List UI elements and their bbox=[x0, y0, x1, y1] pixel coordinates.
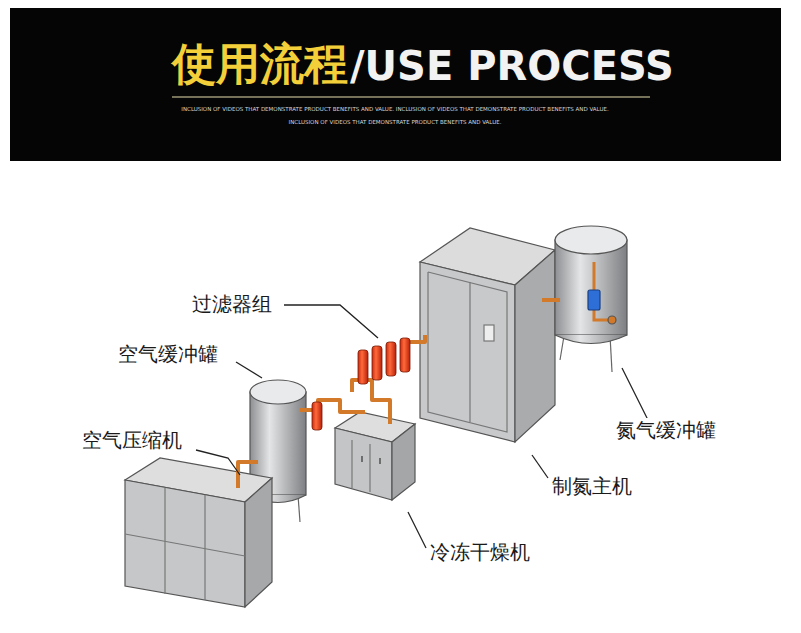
pipework bbox=[238, 300, 560, 488]
header-band bbox=[10, 8, 781, 161]
part-label: 制氮主机 bbox=[550, 474, 634, 498]
filter-set bbox=[312, 338, 410, 430]
air-compressor bbox=[125, 458, 272, 607]
title-rule bbox=[172, 97, 650, 98]
part-label: 氮气缓冲罐 bbox=[614, 418, 718, 442]
nitrogen-tank bbox=[555, 226, 627, 372]
nitrogen-generator bbox=[420, 228, 555, 442]
title-chinese: 使用流程 bbox=[172, 38, 348, 91]
part-label: 过滤器组 bbox=[190, 292, 274, 316]
refrigerated-dryer bbox=[335, 412, 415, 500]
subtitle-line: INCLUSION OF VIDEOS THAT DEMONSTRATE PRO… bbox=[289, 120, 502, 126]
part-label: 冷冻干燥机 bbox=[428, 540, 532, 564]
part-label: 空气压缩机 bbox=[80, 428, 184, 452]
leader-lines bbox=[196, 305, 648, 548]
title-english: /USE PROCESS bbox=[350, 42, 674, 90]
part-label: 空气缓冲罐 bbox=[116, 342, 220, 366]
subtitle-line: INCLUSION OF VIDEOS THAT DEMONSTRATE PRO… bbox=[181, 107, 608, 113]
